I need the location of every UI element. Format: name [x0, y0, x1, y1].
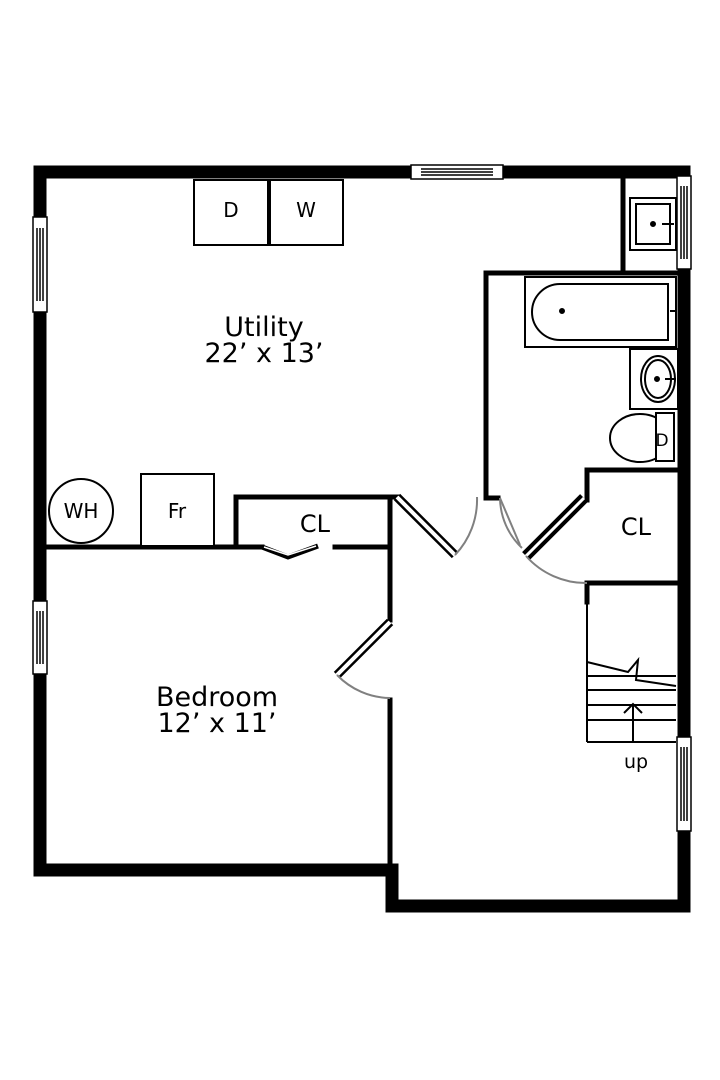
bathroom-vanity [629, 348, 679, 410]
toilet-tag: D [655, 431, 668, 451]
dryer-label: D [223, 198, 238, 222]
door-closet1-bifold [261, 543, 319, 560]
window-top [410, 164, 504, 180]
doors [261, 493, 588, 699]
exterior-walls [33, 165, 691, 913]
stairs-direction-label: up [624, 751, 648, 773]
stairs [586, 602, 677, 743]
furnace [140, 473, 215, 547]
bathtub [524, 276, 677, 348]
closet-label-1: CL [300, 510, 331, 538]
window-left-lower [32, 600, 48, 675]
door-utility-left [393, 493, 479, 559]
exterior-wall-outline [33, 165, 691, 913]
room-name-bedroom: Bedroom [156, 682, 278, 713]
door-closet2 [522, 494, 588, 585]
stair-break-line [586, 656, 677, 687]
water-heater-label: WH [64, 499, 99, 523]
dryer [193, 179, 269, 246]
room-dims-utility: 22’ x 13’ [204, 338, 323, 369]
fixtures [48, 179, 679, 547]
furnace-label: Fr [168, 499, 187, 523]
windows [32, 164, 692, 832]
window-right-upper [676, 175, 692, 270]
door-bedroom [333, 618, 394, 699]
water-heater [48, 478, 114, 544]
toilet [609, 412, 675, 463]
closet-label-2: CL [621, 513, 652, 541]
washer [269, 179, 344, 246]
window-left-upper [32, 216, 48, 313]
washer-label: W [296, 198, 316, 222]
labels: Utility 22’ x 13’ Bedroom 12’ x 11’ CL C… [64, 198, 669, 773]
room-dims-bedroom: 12’ x 11’ [157, 708, 276, 739]
door-bathroom [499, 497, 523, 549]
utility-sink [629, 197, 677, 251]
window-right-lower [676, 736, 692, 832]
stair-arrow-head [623, 702, 643, 714]
room-name-utility: Utility [224, 312, 303, 343]
interior-walls [43, 175, 683, 869]
